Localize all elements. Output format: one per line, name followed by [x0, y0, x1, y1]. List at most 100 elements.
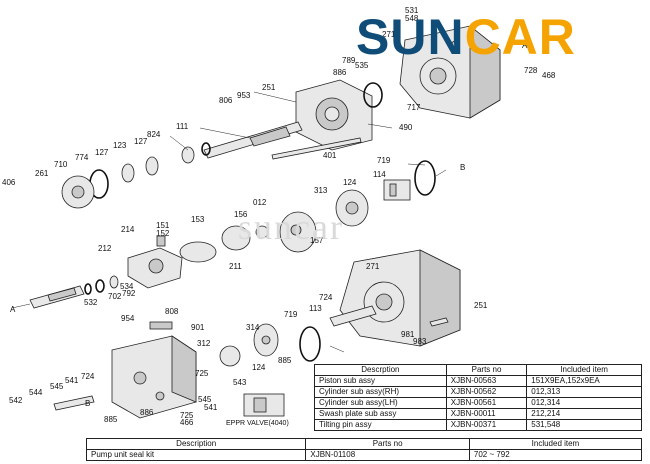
cell-included-item: 212,214 — [526, 408, 642, 420]
callout-271: 271 — [382, 30, 396, 39]
callout-a-left: A — [10, 305, 16, 314]
cylinder-124 — [383, 179, 411, 201]
callout-885-mid: 885 — [278, 356, 292, 365]
col-header-parts-no: Parts no — [445, 364, 528, 376]
callout-719-top: 719 — [377, 156, 391, 165]
callout-152: 152 — [156, 229, 170, 238]
col-header-parts-no: Parts no — [305, 438, 470, 450]
col-header-included-item: Included item — [468, 438, 643, 450]
piston-124 — [219, 345, 241, 367]
ring-534 — [109, 275, 119, 289]
table-row: Cylinder sub assy(RH) XJBN-00562 012,313 — [314, 386, 642, 398]
cell-included-item: 151X9EA,152x9EA — [526, 375, 642, 387]
callout-490: 490 — [399, 123, 413, 132]
callout-labels: 531 548 271 789 535 886 728 468 251 953 … — [2, 6, 556, 427]
callout-406: 406 — [2, 178, 16, 187]
callout-127-a: 127 — [95, 148, 109, 157]
plug-954 — [149, 321, 173, 330]
ring-127 — [201, 142, 211, 156]
cell-description: Cylinder sub assy(LH) — [314, 397, 447, 409]
callout-541-right: 541 — [204, 403, 218, 412]
cylinder-314 — [253, 323, 279, 357]
callout-954: 954 — [121, 314, 135, 323]
callout-806: 806 — [219, 96, 233, 105]
callout-774: 774 — [75, 153, 89, 162]
callout-124-top: 124 — [343, 178, 357, 187]
callout-725-bottom: 725 — [180, 411, 194, 420]
callout-b-top: B — [460, 163, 465, 172]
col-header-description: Description — [85, 438, 307, 450]
cell-parts-no: XJBN-00371 — [445, 419, 528, 431]
callout-543: 543 — [233, 378, 247, 387]
swash-plate-212 — [127, 247, 183, 289]
callout-710: 710 — [54, 160, 68, 169]
cell-included-item: 012,314 — [526, 397, 642, 409]
cell-description: Tilting pin assy — [314, 419, 447, 431]
callout-719-bottom: 719 — [284, 310, 298, 319]
cell-parts-no: XJBN-00561 — [445, 397, 528, 409]
callout-789: 789 — [342, 56, 356, 65]
pin-544 — [53, 395, 95, 411]
callout-542: 542 — [9, 396, 23, 405]
cell-description: Cylinder sub assy(RH) — [314, 386, 447, 398]
callout-886: 886 — [333, 68, 347, 77]
brand-name-left: SUN — [356, 9, 465, 65]
regulator-body-312 — [111, 335, 197, 419]
table-header-row: Description Parts no Included item — [85, 438, 643, 450]
piston-151 — [156, 235, 166, 247]
plate-153 — [221, 225, 251, 251]
housing-271-lower — [339, 249, 461, 347]
callout-401: 401 — [323, 151, 337, 160]
callout-808: 808 — [165, 307, 179, 316]
eppr-valve — [243, 393, 285, 417]
callout-251-lower: 251 — [474, 301, 488, 310]
cell-description: Piston sub assy — [314, 375, 447, 387]
callout-901: 901 — [191, 323, 205, 332]
cylinder-313 — [335, 189, 369, 227]
callout-728: 728 — [524, 66, 538, 75]
cell-parts-no: XJBN-00562 — [445, 386, 528, 398]
callout-312: 312 — [197, 339, 211, 348]
table-row: Cylinder sub assy(LH) XJBN-00561 012,314 — [314, 397, 642, 409]
port-block-251-top — [295, 79, 373, 151]
ring-702 — [95, 279, 105, 293]
callout-981: 981 — [401, 330, 415, 339]
spring-156 — [255, 225, 269, 239]
callout-792: 792 — [122, 289, 136, 298]
brand-logo: SUNCAR — [356, 12, 576, 62]
watermark-text: suncar — [238, 207, 344, 247]
callout-468: 468 — [542, 71, 556, 80]
oring-717 — [363, 82, 383, 108]
callout-113: 113 — [309, 304, 322, 313]
housing-271 — [399, 25, 501, 119]
callout-123: 123 — [113, 141, 127, 150]
callout-157: 157 — [310, 236, 324, 245]
sub-assembly-table: Descrption Parts no Included item Piston… — [314, 364, 642, 431]
callout-214: 214 — [121, 225, 135, 234]
oring-719-bottom — [299, 326, 321, 362]
callout-953: 953 — [237, 91, 251, 100]
shaft-113 — [329, 305, 377, 327]
callout-a-right: A — [522, 41, 528, 50]
callout-153: 153 — [191, 215, 205, 224]
table-row: Piston sub assy XJBN-00563 151X9EA,152x9… — [314, 375, 642, 387]
callout-545-right: 545 — [198, 395, 212, 404]
screw-981 — [429, 317, 449, 327]
callout-531: 531 — [405, 6, 419, 15]
spacer-127 — [121, 163, 135, 183]
cell-parts-no: XJBN-00563 — [445, 375, 528, 387]
callout-124-bottom: 124 — [252, 363, 266, 372]
table-row: Pump unit seal kit XJBN-01108 702 ~ 792 — [85, 449, 643, 461]
callout-314: 314 — [246, 323, 260, 332]
seal-kit-table: Description Parts no Included item Pump … — [85, 438, 643, 461]
table-row: Swash plate sub assy XJBN-00011 212,214 — [314, 408, 642, 420]
callout-886-bottom: 886 — [140, 408, 154, 417]
cylinder-012 — [279, 211, 317, 253]
callout-211: 211 — [229, 262, 242, 271]
callout-127-b: 127 — [134, 137, 148, 146]
table-row: Tilting pin assy XJBN-00371 531,548 — [314, 419, 642, 431]
callout-535: 535 — [355, 61, 369, 70]
callout-824: 824 — [147, 130, 161, 139]
cover-261 — [61, 175, 95, 209]
